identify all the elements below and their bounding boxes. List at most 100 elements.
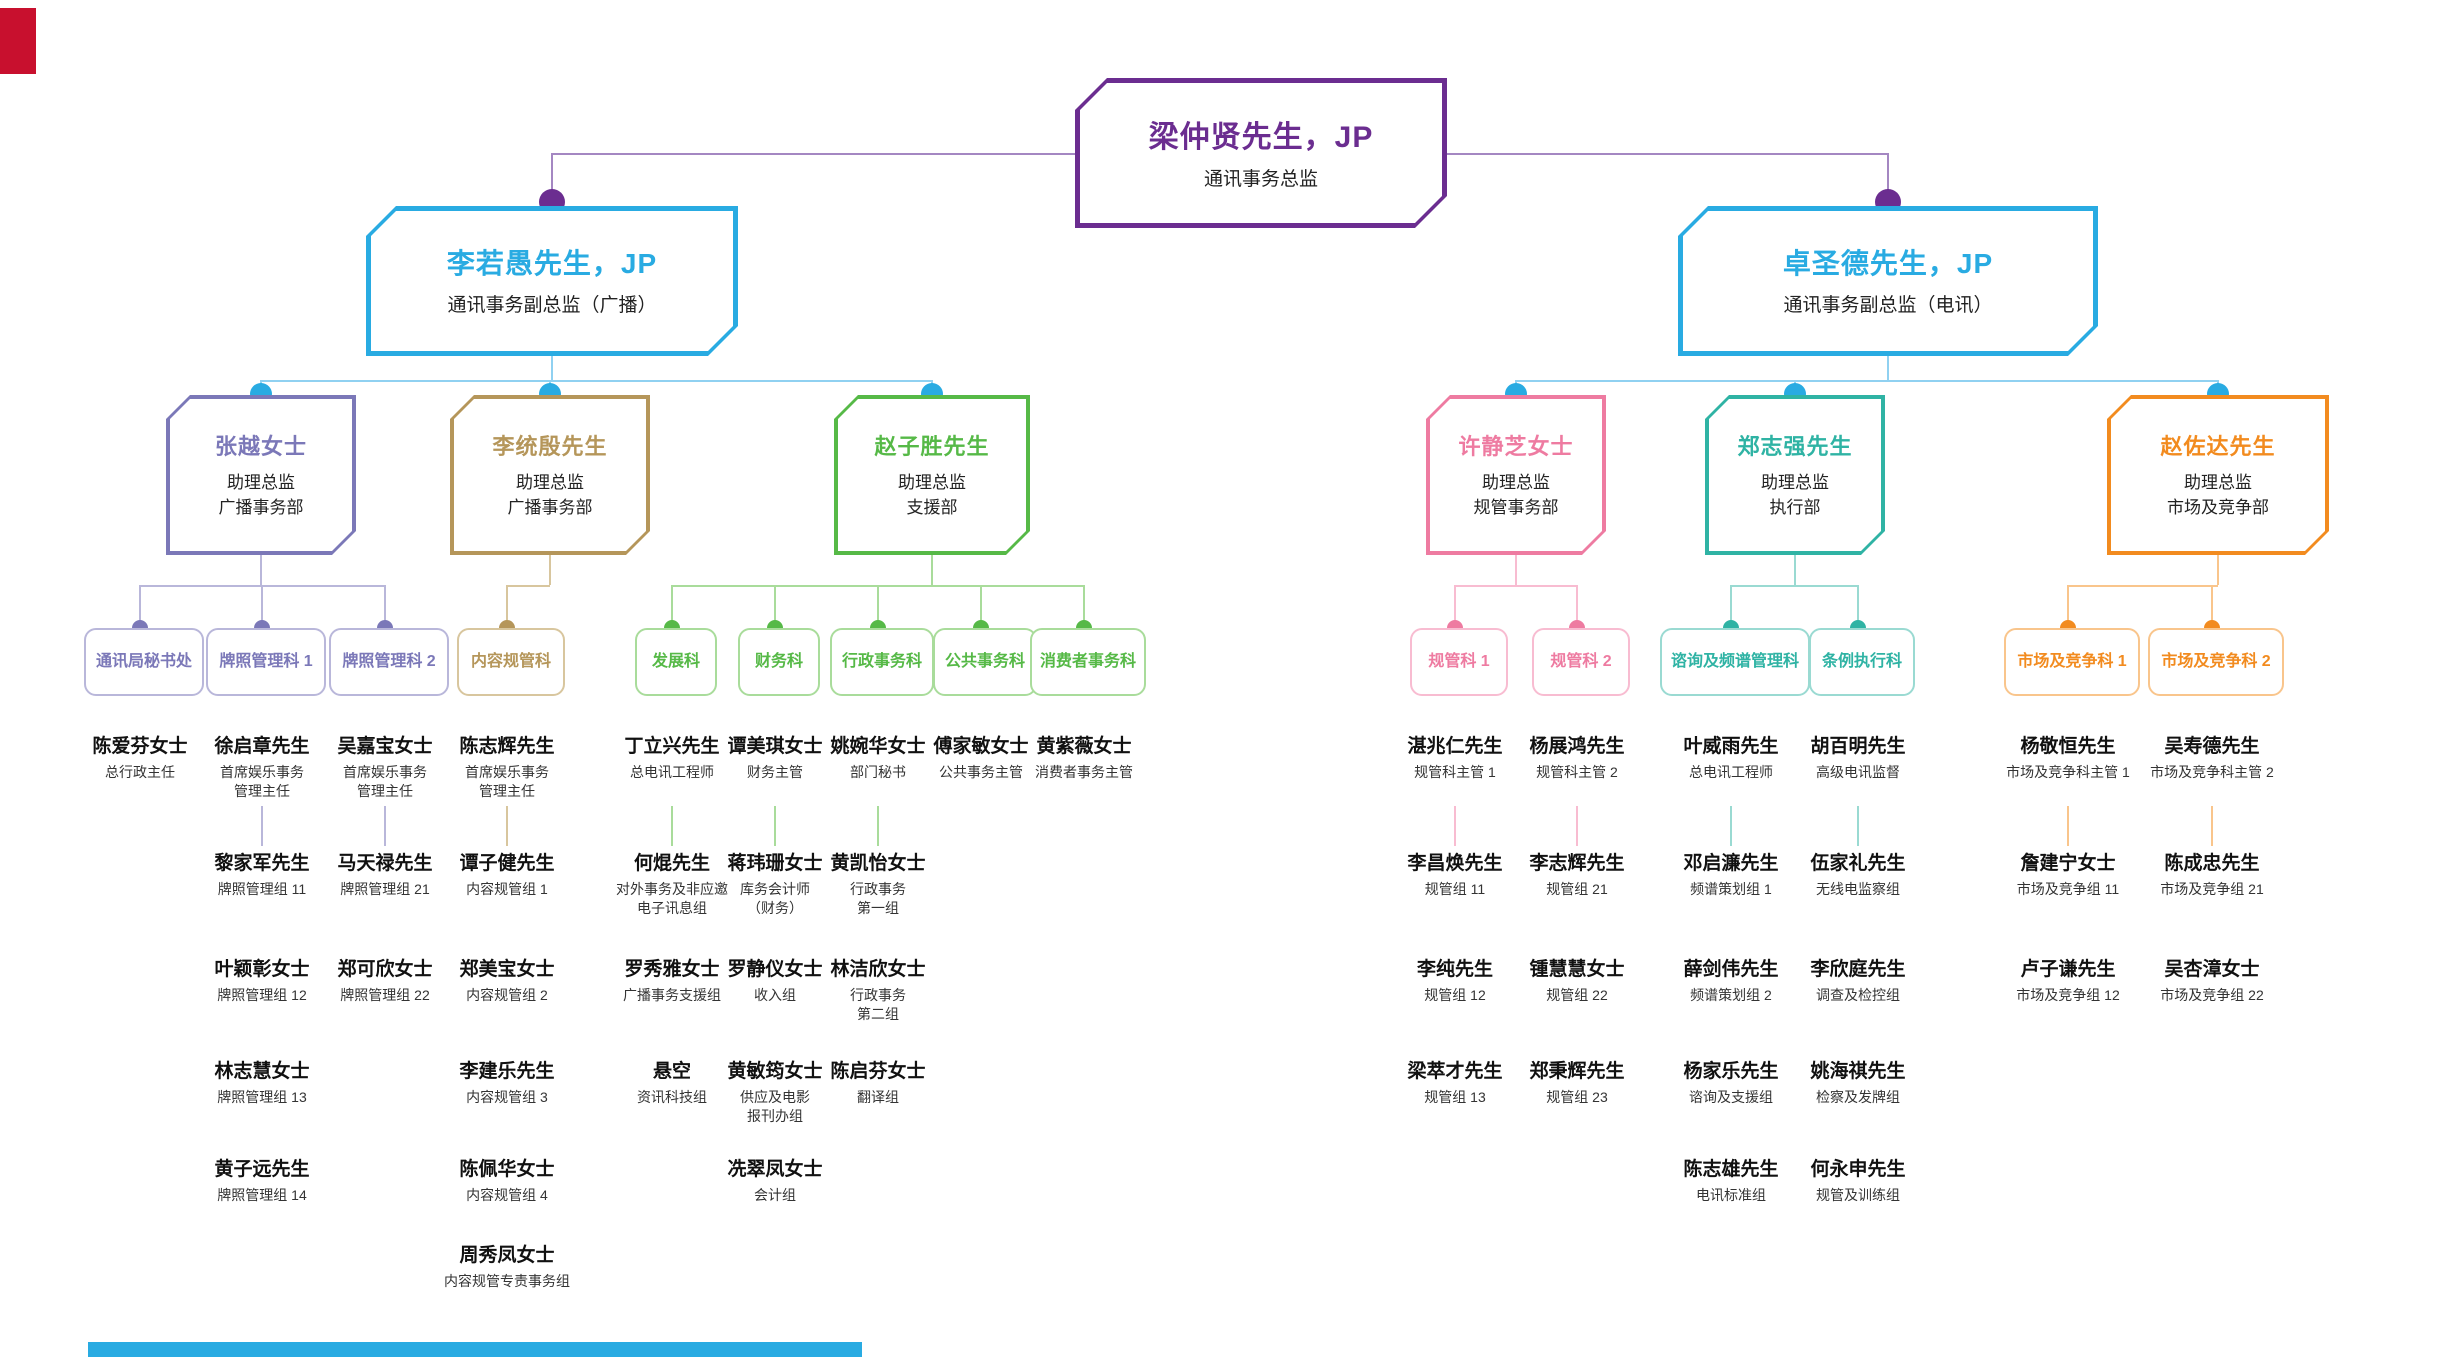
staff-name: 湛兆仁先生 [1407,736,1503,757]
staff-name: 李志辉先生 [1529,853,1625,874]
staff-role: 市场及竞争科主管 1 [2006,763,2130,780]
staff-link-line [2211,806,2213,846]
staff-entry: 李昌焕先生规管组 11 [1373,852,1537,899]
staff-entry: 周秀凤女士内容规管专责事务组 [425,1244,589,1291]
staff-name: 林洁欣女士 [830,959,926,980]
staff-role: 公共事务主管 [939,763,1023,780]
footer-bar [88,1342,862,1357]
staff-name: 詹建宁女士 [2020,853,2116,874]
staff-role: 行政事务 第一组 [850,880,906,917]
staff-name: 姚海祺先生 [1810,1061,1906,1082]
staff-role: 行政事务 第二组 [850,986,906,1023]
deputy-drop-line [551,356,553,380]
staff-entry: 杨展鸿先生规管科主管 2 [1495,735,1659,782]
staff-name: 杨展鸿先生 [1529,736,1625,757]
staff-entry: 郑美宝女士内容规管组 2 [425,958,589,1005]
staff-role: 对外事务及非应邀 电子讯息组 [616,880,728,917]
section-label: 内容规管科 [470,653,551,671]
staff-entry: 陈佩华女士内容规管组 4 [425,1158,589,1205]
section-label: 条例执行科 [1821,653,1902,671]
root-node-fill [1080,83,1442,223]
assistant-down-line [1515,555,1517,585]
section-box-3: 内容规管科 [457,628,565,696]
staff-entry: 陈启芬女士翻译组 [796,1060,960,1107]
staff-link-line [1576,806,1578,846]
staff-name: 李欣庭先生 [1810,959,1906,980]
section-drop-line [1083,585,1085,623]
deputy-name: 李若愚先生，JP [446,248,658,280]
staff-name: 蒋玮珊女士 [727,853,823,874]
staff-entry: 李欣庭先生调查及检控组 [1776,958,1940,1005]
section-box-11: 谘询及频谱管理科 [1660,628,1810,696]
deputy-node-1-fill [1683,211,2093,351]
staff-role: 规管组 22 [1546,986,1608,1003]
staff-name: 黄敏筠女士 [727,1061,823,1082]
staff-link-line [384,806,386,846]
staff-role: 谘询及支援组 [1689,1088,1773,1105]
staff-role: 广播事务支援组 [623,986,721,1003]
section-box-4: 发展科 [635,628,717,696]
assistant-name: 赵佐达先生 [2160,434,2276,460]
staff-role: 总电讯工程师 [630,763,714,780]
staff-role: 牌照管理组 22 [340,986,430,1003]
staff-name: 傅家敏女士 [933,736,1029,757]
staff-entry: 冼翠凤女士会计组 [693,1158,857,1205]
staff-role: 市场及竞争组 12 [2016,986,2120,1003]
staff-entry: 姚婉华女士部门秘书 [796,735,960,782]
staff-entry: 何永申先生规管及训练组 [1776,1158,1940,1205]
staff-entry: 黄子远先生牌照管理组 14 [180,1158,344,1205]
staff-entry: 湛兆仁先生规管科主管 1 [1373,735,1537,782]
assistant-node-1: 李统殷先生助理总监 广播事务部 [450,395,650,555]
staff-role: 部门秘书 [850,763,906,780]
staff-name: 罗静仪女士 [727,959,823,980]
section-label: 牌照管理科 1 [219,653,313,671]
section-box-13: 市场及竞争科 1 [2004,628,2140,696]
section-label: 财务科 [754,653,803,671]
assistant-node-2-content: 赵子胜先生助理总监 支援部 [834,395,1030,555]
section-box-14: 市场及竞争科 2 [2148,628,2284,696]
staff-role: 频谱策划组 1 [1690,880,1772,897]
staff-entry: 何焜先生对外事务及非应邀 电子讯息组 [590,852,754,919]
section-box-5: 财务科 [738,628,820,696]
staff-name: 李纯先生 [1416,959,1493,980]
staff-role: 调查及检控组 [1816,986,1900,1003]
assistant-title: 助理总监 市场及竞争部 [2167,473,2269,517]
assistant-node-5-fill [2111,399,2325,551]
staff-role: 市场及竞争组 11 [2016,880,2120,897]
section-label: 市场及竞争科 2 [2161,653,2271,671]
section-box-0: 通讯局秘书处 [84,628,204,696]
assistant-node-0: 张越女士助理总监 广播事务部 [166,395,356,555]
section-box-10: 规管科 2 [1532,628,1630,696]
staff-entry: 蒋玮珊女士库务会计师 （财务） [693,852,857,919]
staff-name: 陈爱芬女士 [92,736,188,757]
staff-name: 姚婉华女士 [830,736,926,757]
staff-link-line [506,806,508,846]
assistant-node-1-fill [454,399,646,551]
staff-role: 内容规管组 4 [466,1186,548,1203]
staff-role: 规管组 23 [1546,1088,1608,1105]
section-label: 消费者事务科 [1039,653,1136,671]
staff-link-line [1730,806,1732,846]
staff-name: 黄凯怡女士 [830,853,926,874]
assistant-node-1-content: 李统殷先生助理总监 广播事务部 [450,395,650,555]
staff-entry: 梁萃才先生规管组 13 [1373,1060,1537,1107]
section-drop-line [774,585,776,623]
staff-role: 首席娱乐事务 管理主任 [343,763,427,800]
assistant-node-3-fill [1430,399,1602,551]
section-drop-line [1730,585,1732,623]
section-box-8: 消费者事务科 [1030,628,1146,696]
staff-entry: 伍家礼先生无线电监察组 [1776,852,1940,899]
staff-entry: 吴杏漳女士市场及竞争组 22 [2130,958,2294,1005]
staff-role: 牌照管理组 12 [217,986,307,1003]
staff-entry: 林洁欣女士行政事务 第二组 [796,958,960,1025]
staff-entry: 傅家敏女士公共事务主管 [899,735,1063,782]
deputy-title: 通讯事务副总监（广播） [447,295,657,317]
staff-name: 胡百明先生 [1810,736,1906,757]
assistant-node-0-fill [170,399,352,551]
assistant-node-4: 郑志强先生助理总监 执行部 [1705,395,1885,555]
assistant-node-0-content: 张越女士助理总监 广播事务部 [166,395,356,555]
assistant-name: 郑志强先生 [1737,434,1853,460]
